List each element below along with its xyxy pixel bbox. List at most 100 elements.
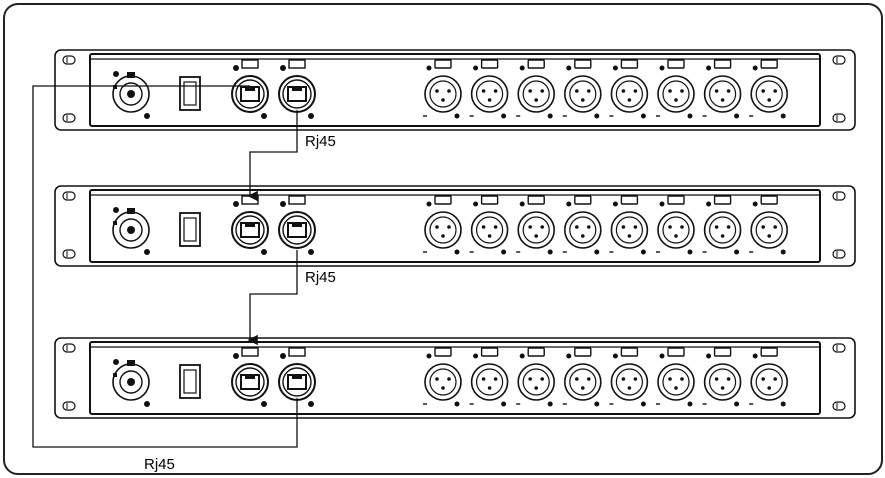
xlr-pin [773,89,777,93]
power-switch [179,76,201,111]
xlr-pin [767,386,771,390]
rj45-screw [233,65,239,71]
xlr-pin [587,377,591,381]
power-center [127,378,135,386]
power-key [113,373,117,377]
xlr-pin [447,377,451,381]
xlr-pin [674,98,678,102]
xlr-screw [659,353,665,359]
xlr-output-3 [516,59,556,119]
rj45-latch [288,195,306,205]
xlr-output-3 [516,347,556,407]
power-screw [144,113,150,119]
xlr-latch [760,195,778,205]
xlr-output-2 [469,347,509,407]
xlr-inner-ring [522,368,550,396]
xlr-screw [566,201,572,207]
rj45-contacts [292,87,302,91]
xlr-latch [434,59,452,69]
rj45-port-2 [278,195,316,255]
xlr-screw [473,353,479,359]
xlr-screw [780,113,786,119]
xlr-inner-ring [708,80,737,108]
xlr-pin [581,98,585,102]
xlr-latch [574,195,592,205]
xlr-pin [767,98,771,102]
power-center [127,90,135,98]
xlr-screw [566,65,572,71]
xlr-inner-ring [569,80,597,108]
rack-units [54,49,856,419]
xlr-pin [481,225,486,229]
xlr-pin [487,386,492,390]
rj45-contacts [245,375,255,379]
rj45-contacts [292,223,302,227]
xlr-latch [620,195,639,205]
rack-ear-slot [832,401,846,411]
rj45-contacts [245,87,255,91]
xlr-output-1 [423,195,462,255]
xlr-screw [454,113,460,119]
xlr-screw [473,201,479,207]
xlr-latch [713,347,732,357]
xlr-pin [447,89,451,93]
xlr-screw [594,249,600,255]
xlr-pin [714,377,719,381]
rj45-cables [32,85,298,448]
xlr-pin [487,234,492,238]
rj45-latch [288,59,306,69]
xlr-output-5 [609,195,649,255]
xlr-latch [760,59,778,69]
rack-ear-slot [62,191,76,201]
xlr-screw [752,65,758,71]
xlr-pin [627,234,632,238]
xlr-pin [540,89,544,93]
power-switch [179,212,201,247]
xlr-screw [640,113,646,119]
xlr-output-2 [469,195,509,255]
xlr-pin [726,225,731,229]
xlr-latch [667,347,685,357]
rj45-latch [241,195,259,205]
xlr-screw [640,401,646,407]
xlr-inner-ring [662,368,690,396]
xlr-screw [519,65,525,71]
xlr-inner-ring [755,368,783,396]
xlr-latch [480,347,499,357]
xlr-screw [426,353,432,359]
xlr-inner-ring [522,80,550,108]
rj45-screw [261,249,267,255]
xlr-pin [633,377,638,381]
power-screw [144,249,150,255]
switch-rocker [183,81,197,106]
xlr-output-1 [423,347,462,407]
xlr-pin [528,89,532,93]
xlr-latch [574,347,592,357]
xlr-screw [752,353,758,359]
xlr-screw [687,113,693,119]
xlr-latch [480,195,499,205]
xlr-screw [612,353,618,359]
xlr-inner-ring [569,216,597,244]
xlr-pin [493,89,498,93]
xlr-screw [734,401,740,407]
switch-rocker [183,369,197,394]
rj45-screw [261,113,267,119]
rj45-port-1 [231,347,269,407]
xlr-pin [674,386,678,390]
power-key [113,85,117,89]
rack-ear-slot [832,55,846,65]
xlr-pin [540,377,544,381]
xlr-pin [720,98,725,102]
xlr-inner-ring [708,216,737,244]
xlr-latch [713,195,732,205]
rj45-screw [308,249,314,255]
xlr-output-7 [702,59,742,119]
xlr-pin [493,225,498,229]
xlr-pin [621,377,626,381]
xlr-screw [519,201,525,207]
xlr-latch [434,195,452,205]
rj45-screw [308,401,314,407]
xlr-pin [633,89,638,93]
